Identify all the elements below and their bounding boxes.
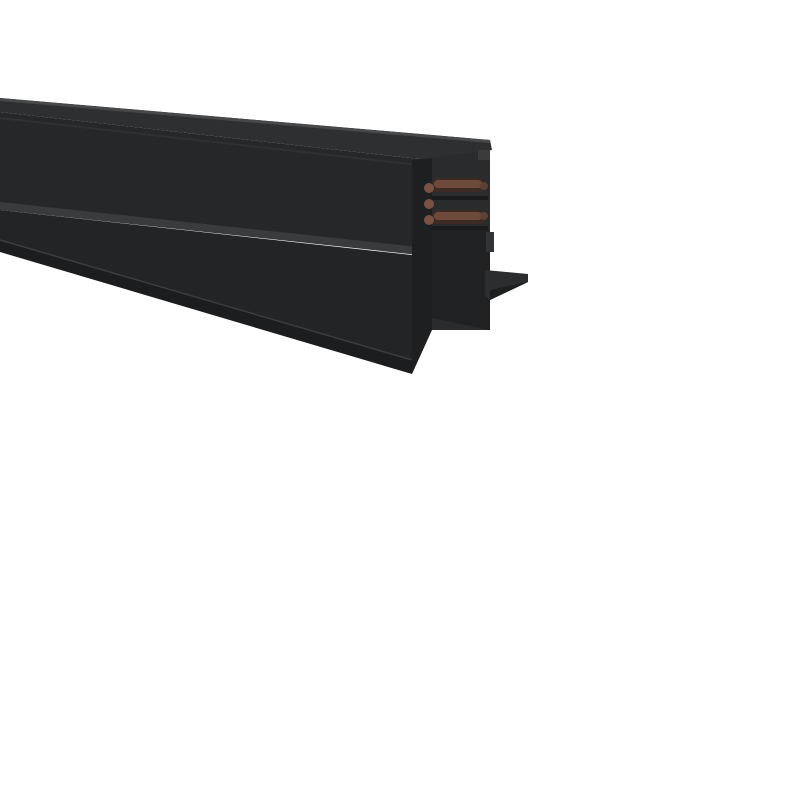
rail-top-cap	[0, 98, 492, 160]
conductor-end-dot-1	[424, 183, 434, 193]
conductor-end-dot-3	[424, 215, 434, 225]
conductor-end-dot-4	[480, 182, 488, 190]
rail-end-inner-wall	[432, 228, 490, 330]
channel-divider-1	[432, 196, 488, 200]
conductor-strip-upper-face	[434, 180, 482, 188]
rail-crease-line	[0, 117, 429, 167]
rail-flange-highlight	[0, 239, 413, 361]
rail-mid-step	[0, 202, 428, 256]
rail-side-fin-shadow	[490, 282, 528, 300]
conductor-strips	[424, 178, 488, 225]
conductor-strip-lower-face	[434, 212, 482, 220]
rail-end-notch-mid	[486, 232, 494, 252]
channel-divider-2	[432, 226, 488, 230]
rail-end-outer-wall	[412, 158, 432, 374]
rail-top-edge-highlight	[0, 98, 490, 143]
conductor-end-dot-5	[480, 212, 488, 220]
rail-lower-flange	[0, 240, 412, 374]
rail-end-notch-top	[478, 150, 490, 160]
conductor-end-dot-2	[424, 199, 434, 209]
